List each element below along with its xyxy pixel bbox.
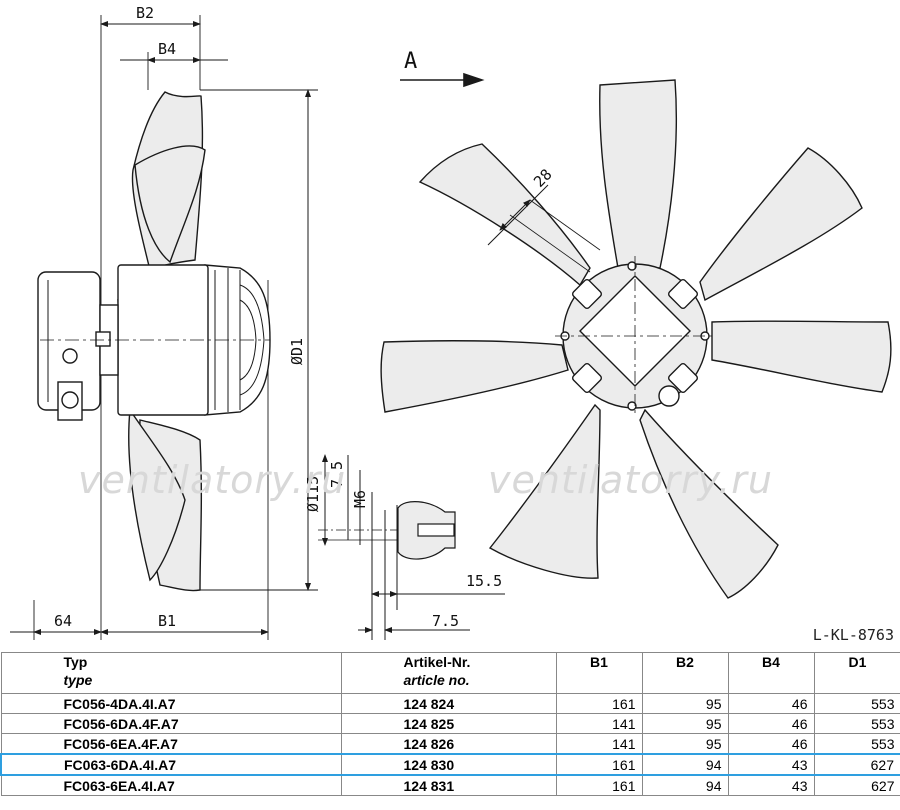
cell-b1: 161 (555, 693, 643, 714)
front-view (380, 79, 892, 599)
cell-d1: 553 (813, 693, 900, 714)
fan-blade (599, 79, 677, 269)
header-article-main: Artikel-Nr. (403, 654, 471, 670)
dim-label-face-offset: 7.5 (432, 612, 459, 630)
header-b1: B1 (555, 652, 643, 694)
table-row: FC056-4DA.4I.A7 124 824 161 95 46 553 (0, 693, 900, 714)
fan-blade (418, 143, 591, 287)
view-arrow-label: A (404, 49, 417, 74)
fan-blade (488, 403, 601, 579)
fan-blade (699, 147, 863, 302)
cell-b2: 95 (641, 733, 729, 755)
cell-b4: 43 (727, 774, 815, 796)
cell-b1: 141 (555, 733, 643, 755)
fan-blade (711, 320, 892, 393)
cell-d1: 553 (813, 733, 900, 755)
watermark-left: ventilatory.ru (78, 458, 347, 502)
header-b2: B2 (641, 652, 729, 694)
spec-table-body: FC056-4DA.4I.A7 124 824 161 95 46 553 FC… (0, 693, 900, 796)
dim-label-face-depth: 15.5 (466, 572, 502, 590)
dim-label-b2: B2 (136, 4, 154, 22)
dim-label-d1: ØD1 (288, 338, 306, 365)
cell-b4: 46 (727, 733, 815, 755)
table-row-highlighted: FC063-6DA.4I.A7 124 830 161 94 43 627 (0, 753, 900, 776)
cell-article: 124 831 (340, 774, 557, 796)
cell-b4: 43 (727, 753, 815, 776)
watermark-right: ventilatorry.ru (488, 458, 773, 502)
cell-type: FC063-6EA.4I.A7 (0, 774, 342, 796)
fan-blade (639, 408, 779, 599)
hub-detail (318, 454, 505, 640)
cell-article: 124 825 (340, 713, 557, 734)
table-row: FC056-6DA.4F.A7 124 825 141 95 46 553 (0, 713, 900, 734)
cell-d1: 553 (813, 713, 900, 734)
cell-d1: 627 (813, 774, 900, 796)
fan-blade (380, 340, 569, 413)
cell-b4: 46 (727, 713, 815, 734)
cell-b2: 94 (641, 774, 729, 796)
header-type: Typ type (0, 652, 342, 694)
table-row: FC056-6EA.4F.A7 124 826 141 95 46 553 (0, 733, 900, 755)
header-b4: B4 (727, 652, 815, 694)
dim-label-left-offset: 64 (54, 612, 72, 630)
cell-b1: 161 (555, 774, 643, 796)
cell-b4: 46 (727, 693, 815, 714)
cell-b2: 94 (641, 753, 729, 776)
side-view (10, 15, 318, 640)
cell-b1: 161 (555, 753, 643, 776)
cell-type: FC056-4DA.4I.A7 (0, 693, 342, 714)
cell-type: FC056-6DA.4F.A7 (0, 713, 342, 734)
spec-table-header: Typ type Artikel-Nr. article no. B1 B2 B… (0, 652, 900, 694)
dim-label-b4: B4 (158, 40, 176, 58)
cell-b2: 95 (641, 713, 729, 734)
cell-d1: 627 (813, 753, 900, 776)
header-type-sub: type (63, 672, 93, 688)
drawing-id: L-KL-8763 (812, 626, 894, 644)
view-arrow (400, 72, 485, 88)
fan-technical-drawing: B2 B4 ØD1 64 B1 Ø115 7.5 M6 15.5 7.5 A (10, 4, 892, 640)
header-d1: D1 (813, 652, 900, 694)
dim-label-hub-dia: Ø115 (304, 476, 322, 512)
cell-article: 124 826 (340, 733, 557, 755)
dim-label-hub-depth: 7.5 (328, 461, 346, 488)
cell-article: 124 824 (340, 693, 557, 714)
cell-article: 124 830 (340, 753, 557, 776)
dim-label-thread: M6 (351, 490, 369, 508)
dim-label-b1: B1 (158, 612, 176, 630)
cell-type: FC063-6DA.4I.A7 (0, 753, 342, 776)
spec-table: Typ type Artikel-Nr. article no. B1 B2 B… (0, 652, 900, 796)
header-article-sub: article no. (403, 672, 470, 688)
table-row: FC063-6EA.4I.A7 124 831 161 94 43 627 (0, 774, 900, 796)
header-type-main: Typ (63, 654, 88, 670)
cell-type: FC056-6EA.4F.A7 (0, 733, 342, 755)
dim-label-angle: 28 (530, 165, 556, 191)
cell-b1: 141 (555, 713, 643, 734)
cell-b2: 95 (641, 693, 729, 714)
header-article: Artikel-Nr. article no. (340, 652, 557, 694)
